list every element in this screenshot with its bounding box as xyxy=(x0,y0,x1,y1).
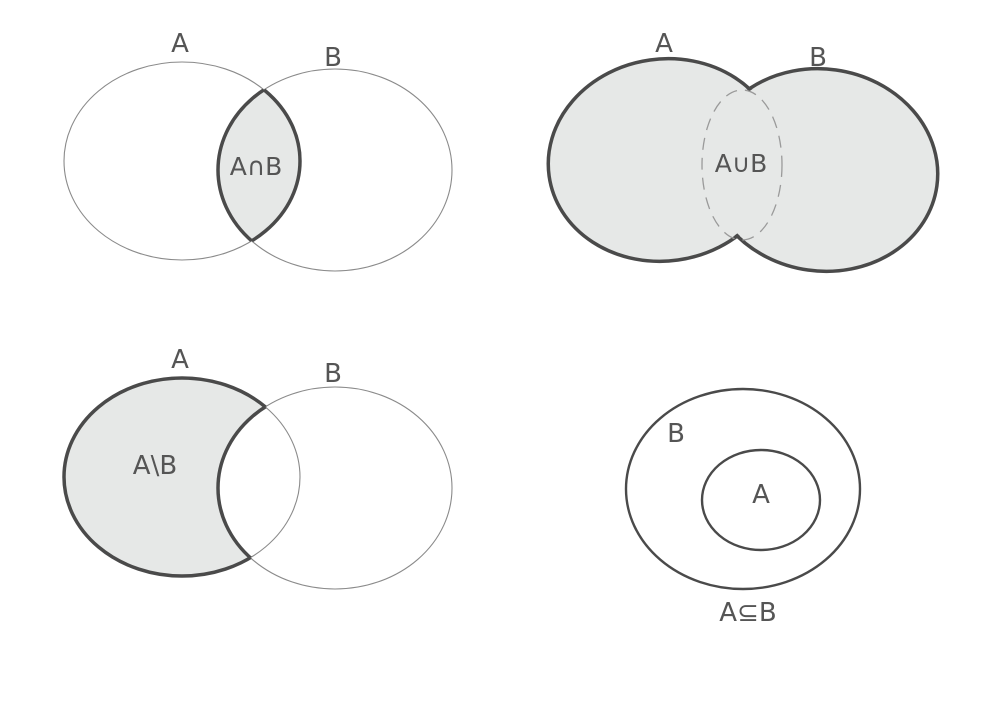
set-b-label: B xyxy=(324,359,342,389)
difference-label: A\B xyxy=(133,451,177,481)
union-boundary-b xyxy=(704,66,940,274)
subset-panel: B A A⊆B xyxy=(624,387,862,628)
difference-panel: A B A\B xyxy=(62,345,453,590)
set-a-label: A xyxy=(171,345,189,375)
difference-boundary-a xyxy=(62,376,302,578)
intersection-panel: A B A∩B xyxy=(63,29,453,272)
intersection-label: A∩B xyxy=(230,152,283,181)
set-a-outline xyxy=(700,448,822,552)
set-b-label: B xyxy=(667,419,685,449)
intersection-boundary-b xyxy=(216,67,300,260)
set-a-label: A xyxy=(655,29,673,59)
union-label: A∪B xyxy=(715,149,768,178)
set-b-label: B xyxy=(324,43,342,73)
union-panel: A B A∪B xyxy=(546,29,940,274)
set-b-outline xyxy=(624,387,862,591)
set-a-label: A xyxy=(752,480,770,510)
intersection-boundary-a xyxy=(218,69,302,262)
union-overlap-dashed xyxy=(701,89,783,241)
union-fill xyxy=(548,58,938,272)
set-b-label: B xyxy=(809,43,827,73)
difference-boundary-b xyxy=(216,385,300,576)
subset-caption: A⊆B xyxy=(719,598,776,628)
union-boundary-a xyxy=(546,56,782,264)
set-a-label: A xyxy=(171,29,189,59)
